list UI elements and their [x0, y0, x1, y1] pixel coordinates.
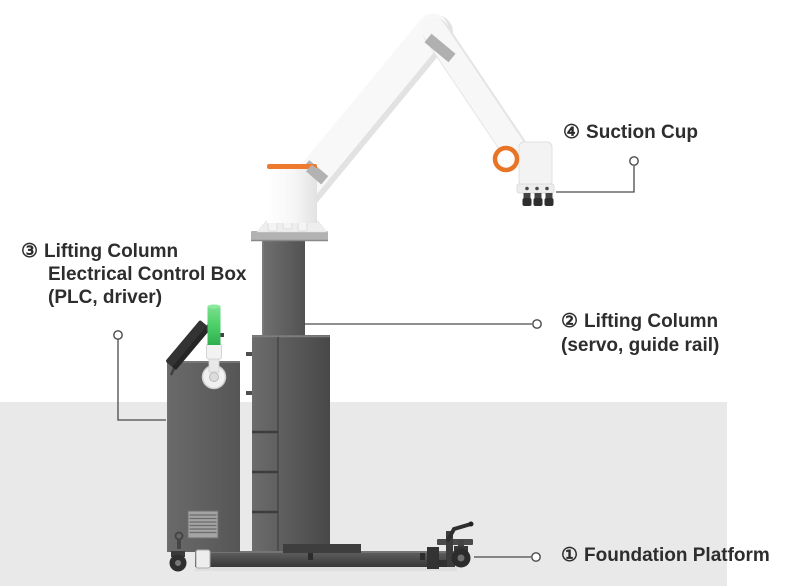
leader-dot-suction-cup: [629, 156, 639, 166]
lifting-column-outer: [246, 335, 330, 552]
label-number-2: ②: [561, 311, 579, 332]
leader-control-box: [117, 339, 166, 421]
base-orange-rim: [267, 164, 317, 169]
base-cylinder: [267, 167, 317, 223]
signal-tower-light: [207, 306, 221, 345]
robot-arm: [285, 13, 528, 209]
label-number-3: ③: [21, 241, 39, 262]
control-cabinet: [167, 361, 240, 572]
lifting-column-inner: [262, 238, 305, 340]
column-base-plate: [283, 544, 361, 553]
leader-suction-cup: [556, 166, 635, 193]
label-text-lifting-column-1: Lifting Column: [584, 311, 719, 332]
leader-dot-control-box: [113, 330, 123, 340]
label-text-control-box-3: (PLC, driver): [48, 287, 163, 308]
jack-lever-handle: [446, 522, 473, 542]
suction-nozzles: [522, 193, 554, 206]
label-text-control-box-1: Lifting Column: [44, 241, 179, 262]
wrist-orange-ring: [492, 145, 520, 173]
robot-base: [251, 164, 328, 242]
vent-grille: [187, 510, 219, 539]
leader-dot-foundation: [531, 552, 541, 562]
elbow-joint-band: [424, 33, 456, 63]
leader-lines: [113, 156, 639, 562]
label-number-1: ①: [561, 545, 579, 566]
label-text-foundation: Foundation Platform: [584, 545, 770, 566]
signal-tower: [201, 304, 227, 390]
upper-arm: [285, 13, 449, 205]
leader-dot-lifting-column: [532, 319, 542, 329]
label-number-4: ④: [563, 122, 581, 143]
mount-plate: [251, 231, 328, 241]
label-text-lifting-column-2: (servo, guide rail): [561, 335, 720, 356]
wrist-housing: [518, 141, 553, 187]
suction-cup-assembly: [492, 141, 555, 206]
label-text-suction-cup: Suction Cup: [586, 122, 698, 143]
label-text-control-box-2: Electrical Control Box: [48, 264, 247, 285]
pedal-box: [195, 549, 211, 569]
platform-jack-assembly: [427, 521, 474, 569]
